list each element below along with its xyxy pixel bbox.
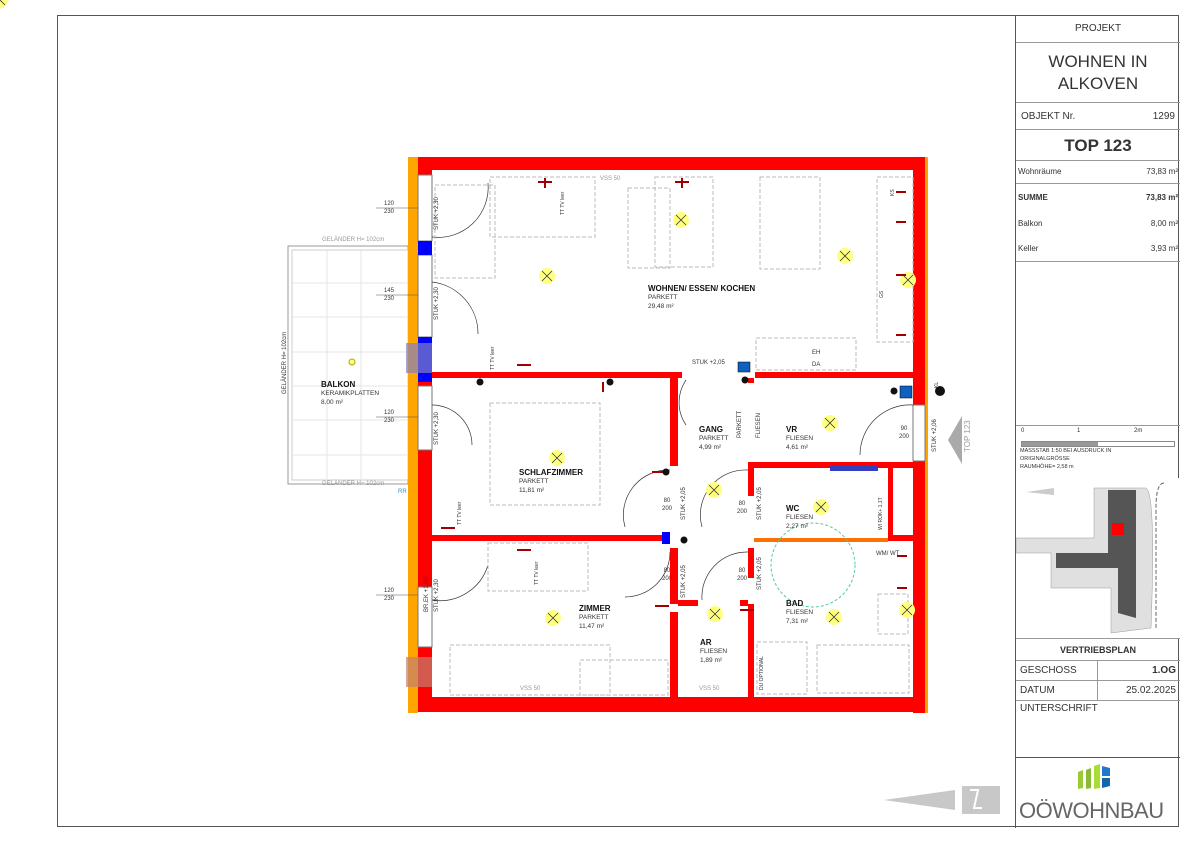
tv-label: TT TV leer [457, 501, 463, 525]
stuk-label: STUK +2,06 [932, 419, 938, 452]
switch-points [476, 376, 945, 544]
stuk-label: STUK +2,05 [757, 557, 763, 590]
da-label: DA [812, 362, 821, 368]
entry-door-height: 200 [899, 434, 910, 440]
door-width: 80 [663, 498, 671, 504]
insulation-left [408, 157, 418, 713]
stuk-label: STUK +2,05 [681, 565, 687, 598]
railing-label-side: GELÄNDER H= 102cm [282, 331, 288, 394]
door-width: 80 [738, 501, 746, 507]
door-height: 200 [662, 506, 673, 512]
door-height: 200 [737, 509, 748, 515]
railing-label-bottom: GELÄNDER H= 102cm [322, 481, 385, 487]
logo: OÖWOHNBAU [1016, 760, 1180, 826]
plan-type: VERTRIEBSPLAN [1016, 638, 1180, 661]
vss-label: VSS 50 [600, 176, 621, 182]
window-height: 230 [384, 596, 395, 602]
floor-change-label: PARKETT [737, 410, 743, 438]
window-width: 120 [384, 588, 395, 594]
entry-door-width: 90 [900, 426, 908, 432]
balcony-outline [287, 245, 409, 485]
window-width: 145 [384, 288, 395, 294]
door-swings [431, 182, 914, 601]
stuk-label: STUK +2,05 [757, 487, 763, 520]
furniture [434, 176, 914, 696]
stuk-label: STUK +2,05 [681, 487, 687, 520]
stuk-label: STUK +2,05 [692, 360, 725, 366]
floor-change-label: FLIESEN [756, 412, 762, 438]
wall-bottom [418, 697, 925, 712]
scale-bar: 0 1 2m MASSSTAB 1:50 BEI AUSDRUCK IN ORI… [1016, 425, 1180, 479]
vss-label: VSS 50 [699, 686, 720, 692]
vss-label: VSS 50 [520, 686, 541, 692]
outlets [441, 178, 907, 611]
window-height: 230 [384, 418, 395, 424]
balcony-tiles [292, 250, 408, 480]
stuk-label: STUK +2,30 [434, 412, 440, 445]
door-width: 80 [738, 568, 746, 574]
sheet-frame [57, 15, 1179, 827]
window-width: 120 [384, 410, 395, 416]
tv-label: TT TV leer [490, 346, 496, 370]
gs-label: GS [879, 290, 885, 298]
window-height: 230 [384, 209, 395, 215]
tv-label: TT TV leer [560, 191, 566, 215]
top-number: TOP 123 [1064, 136, 1132, 155]
tv-label: TT TV leer [534, 561, 540, 585]
projekt-label: PROJEKT [1016, 15, 1180, 43]
stuk-label: STUK +2,30 [434, 579, 440, 612]
stuk-label: STUK +2,30 [434, 197, 440, 230]
door-height: 200 [737, 576, 748, 582]
top-arrow-label: TOP 123 [963, 420, 972, 452]
interior-walls [432, 372, 913, 697]
wc-rok-label: WI ROK+ 1,1T [878, 497, 884, 530]
site-plan-map [1016, 478, 1180, 638]
parapet-label: BR.EK +1,00 [424, 577, 430, 612]
unterschrift-field: UNTERSCHRIFT [1016, 701, 1180, 758]
top-arrow-icon [948, 416, 962, 464]
railing-label-top: GELÄNDER H= 102cm [322, 237, 385, 243]
ceiling-lights [0, 0, 8, 8]
ks-label: KS [890, 189, 896, 196]
north-arrow-icon [884, 786, 1000, 814]
eh-label: EH [812, 350, 821, 356]
objekt-row: OBJEKT Nr.1299 [1016, 103, 1180, 130]
wall-top [418, 157, 925, 170]
door-width: 80 [663, 568, 671, 574]
window-width: 120 [384, 201, 395, 207]
shower-label: DU OPTIONAL [759, 656, 765, 690]
oewohnbau-logo-icon [1078, 764, 1110, 789]
kl-label: KL [934, 381, 940, 388]
window-height: 230 [384, 296, 395, 302]
door-height: 200 [662, 576, 673, 582]
turning-circle [770, 522, 856, 608]
stuk-label: STUK +2,30 [434, 287, 440, 320]
wmwt-label: WM/ WT [876, 551, 900, 557]
rr-label: RR [398, 489, 407, 495]
wc-bad-partition [754, 538, 888, 542]
